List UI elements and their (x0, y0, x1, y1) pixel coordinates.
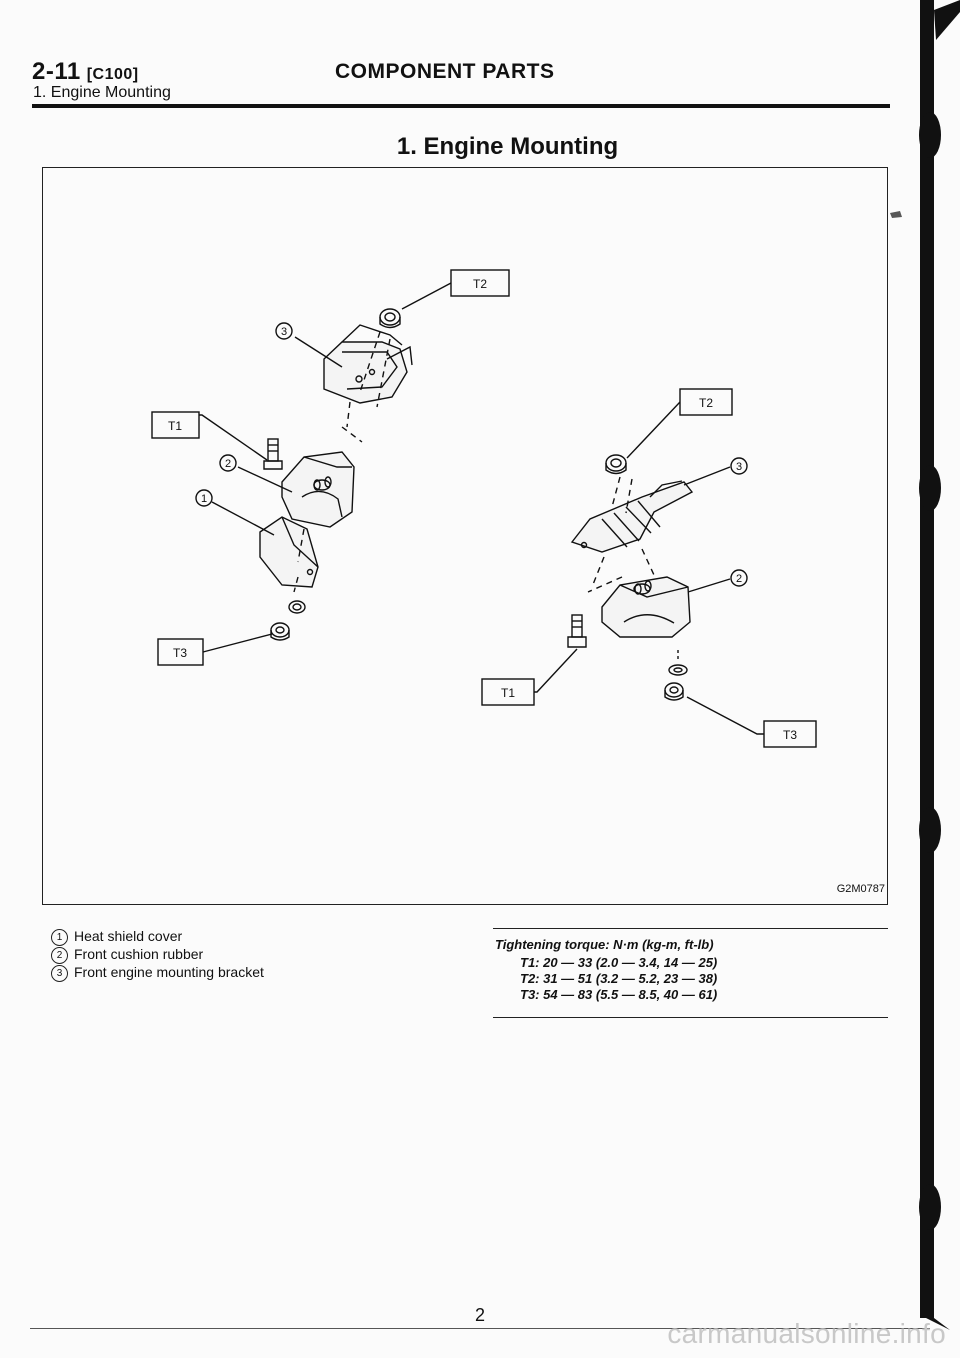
leader-left-2 (237, 466, 293, 493)
callout-circle-right-3 (730, 457, 748, 475)
footer-rule (30, 1328, 930, 1329)
legend-item: 3 Front engine mounting bracket (51, 964, 264, 982)
leader-right-2 (687, 578, 731, 593)
callout-box-left-t1 (151, 411, 200, 439)
legend-number: 1 (51, 929, 68, 946)
leader-left-t2 (401, 282, 452, 310)
page-title: 1. Engine Mounting (0, 133, 960, 161)
punch-hole (919, 1184, 941, 1230)
callout-circle-left-2 (219, 454, 237, 472)
legend-label: Front engine mounting bracket (74, 964, 264, 980)
callout-circle-left-1 (195, 489, 213, 507)
header-rule (32, 104, 890, 108)
callout-right-2: 2 (736, 573, 742, 585)
legend-item: 1 Heat shield cover (51, 928, 182, 946)
leader-left-t3 (202, 633, 273, 653)
binding-corner-top (934, 0, 960, 40)
callout-circle-left-3 (275, 322, 293, 340)
cushion-rubber-icon (281, 451, 355, 528)
torque-line: T3: 54 — 83 (5.5 — 8.5, 40 — 61) (520, 987, 718, 1002)
leader-left-1 (211, 501, 275, 536)
callout-left-1: 1 (201, 493, 207, 505)
mounting-bracket-icon (570, 480, 694, 553)
subsection-heading: 1. Engine Mounting (33, 84, 171, 101)
nut-icon (270, 622, 290, 641)
page-number: 2 (474, 1305, 485, 1325)
chapter-title: COMPONENT PARTS (335, 60, 555, 83)
torque-specification: Tightening torque: N·m (kg-m, ft-lb) T1:… (493, 928, 888, 1018)
washer-icon (288, 600, 306, 614)
legend-number: 3 (51, 965, 68, 982)
legend-item: 2 Front cushion rubber (51, 946, 203, 964)
leader-right-t2 (626, 401, 681, 459)
punch-hole (919, 112, 941, 158)
nut-icon (605, 454, 627, 475)
callout-left-2: 2 (225, 458, 231, 470)
callout-left-3: 3 (281, 326, 287, 338)
legend-label: Heat shield cover (74, 928, 183, 944)
nut-icon (664, 682, 684, 701)
callout-circle-right-2 (730, 569, 748, 587)
section-code-number: 2-11 (32, 58, 81, 85)
section-ref: [C100] (86, 66, 139, 83)
punch-hole (919, 807, 941, 853)
leader-right-3 (683, 466, 731, 486)
binding-edge (890, 0, 960, 1330)
leader-right-t3 (686, 696, 764, 735)
legend-label: Front cushion rubber (74, 946, 204, 962)
callout-right-t2: T2 (699, 396, 713, 410)
callout-right-t3: T3 (783, 728, 797, 742)
bolt-icon (567, 614, 587, 648)
engine-mounting-diagram: T2 T1 T3 T2 T1 T3 3 2 1 3 2 (151, 269, 817, 748)
leader-left-3 (294, 336, 343, 368)
watermark: carmanualsonline.info (667, 1318, 946, 1349)
callout-right-3: 3 (736, 461, 742, 473)
leader-right-t1 (534, 648, 578, 693)
washer-icon (668, 664, 688, 676)
mounting-bracket-icon (323, 324, 413, 404)
torque-line: T2: 31 — 51 (3.2 — 5.2, 23 — 38) (520, 971, 718, 986)
torque-line: T1: 20 — 33 (2.0 — 3.4, 14 — 25) (520, 955, 718, 970)
callout-right-t1: T1 (501, 686, 515, 700)
heat-shield-icon (259, 516, 319, 588)
cushion-rubber-icon (601, 576, 691, 638)
bolt-icon (263, 438, 283, 470)
leader-left-t1 (199, 414, 268, 461)
torque-title: Tightening torque: N·m (kg-m, ft-lb) (495, 937, 714, 952)
callout-left-t2: T2 (473, 277, 487, 291)
legend-number: 2 (51, 947, 68, 964)
page-title-text: 1. Engine Mounting (396, 133, 619, 160)
nut-icon (379, 308, 401, 329)
punch-hole (919, 465, 941, 511)
section-code: 2-11 [C100] (32, 58, 139, 86)
callout-left-t1: T1 (168, 419, 182, 433)
figure-code: G2M0787 (836, 883, 885, 895)
binding-bar (920, 0, 950, 1330)
callout-left-t3: T3 (173, 646, 187, 660)
figure-frame (42, 167, 888, 905)
